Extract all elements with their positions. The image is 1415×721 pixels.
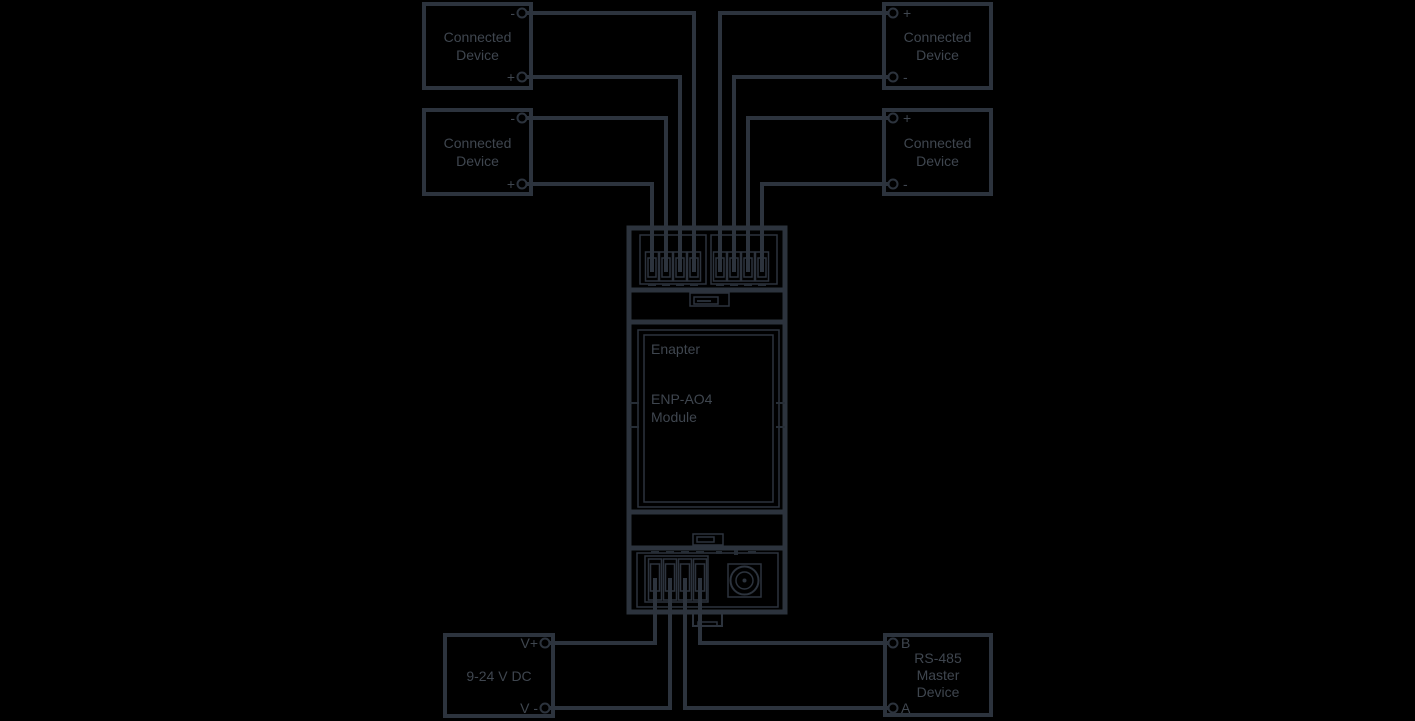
- rs485-master-box: RS-485 Master Device: [883, 633, 993, 717]
- terminal-device3-minus: [887, 71, 899, 83]
- connected-device-4-box: Connected Device: [882, 108, 993, 196]
- device3-plus-label: +: [903, 5, 912, 21]
- device4-plus-label: +: [903, 110, 912, 126]
- power-supply-box: 9-24 V DC: [443, 633, 555, 718]
- wire-device4-minus: [760, 182, 889, 272]
- terminal-device1-plus: [516, 71, 528, 83]
- wire-device1-plus: [527, 75, 682, 272]
- connected-device-3-label-line2: Device: [916, 47, 959, 63]
- connected-device-2-label-line2: Device: [456, 153, 499, 169]
- wire-power-vminus: [550, 578, 672, 710]
- module-details: [636, 234, 780, 627]
- connected-device-1-label-line1: Connected: [443, 29, 512, 45]
- round-connector: [727, 563, 762, 598]
- wire-rs485-a: [683, 578, 889, 710]
- terminal-power-vplus: [539, 637, 551, 649]
- wire-power-vplus: [550, 578, 657, 645]
- wire-device4-plus: [746, 116, 889, 272]
- rs485-a-label: A: [901, 700, 911, 716]
- device4-minus-label: -: [903, 176, 908, 192]
- wire-device3-plus: [718, 11, 889, 272]
- connected-device-4-label-line1: Connected: [903, 135, 972, 151]
- bottom-terminal-block: [636, 552, 779, 608]
- power-vplus-label: V+: [520, 635, 538, 651]
- connected-device-3-box: Connected Device: [882, 2, 993, 90]
- terminal-micro-labels: [630, 284, 785, 555]
- module-model-label: ENP-AO4: [651, 391, 713, 407]
- rs485-b-label: B: [901, 635, 911, 651]
- connected-device-1-label-line2: Device: [456, 47, 499, 63]
- device2-plus-label: +: [506, 176, 515, 192]
- terminal-points: [516, 7, 899, 714]
- power-vminus-label: V -: [520, 700, 538, 716]
- top-band-connector: [689, 292, 730, 307]
- device2-minus-label: -: [510, 110, 515, 126]
- module-outline: [626, 225, 788, 615]
- connected-device-3-label-line1: Connected: [903, 29, 972, 45]
- terminal-device2-minus: [516, 112, 528, 124]
- terminal-device3-plus: [887, 7, 899, 19]
- wire-device2-minus: [527, 116, 668, 272]
- terminal-device4-plus: [887, 112, 899, 124]
- bottom-band-connector: [692, 533, 724, 546]
- wires: [527, 11, 889, 710]
- terminal-power-vminus: [539, 702, 551, 714]
- terminal-device1-minus: [516, 7, 528, 19]
- terminal-device2-plus: [516, 178, 528, 190]
- device1-plus-label: +: [506, 69, 515, 85]
- connected-device-1-box: Connected Device: [422, 2, 533, 90]
- connected-device-2-label-line1: Connected: [443, 135, 512, 151]
- module-type-label: Module: [651, 409, 697, 425]
- wire-device2-plus: [527, 182, 654, 272]
- terminal-rs485-b: [887, 637, 899, 649]
- top-terminal-block: [639, 234, 778, 285]
- device1-minus-label: -: [510, 5, 515, 21]
- rs485-label-line2: Master: [916, 666, 960, 683]
- connected-device-2-box: Connected Device: [422, 108, 533, 196]
- terminal-rs485-a: [887, 702, 899, 714]
- power-supply-label: 9-24 V DC: [466, 667, 532, 684]
- wire-rs485-b: [698, 578, 889, 645]
- rs485-label-line3: Device: [916, 683, 960, 700]
- rs485-label-line1: RS-485: [914, 649, 962, 666]
- terminal-device4-minus: [887, 178, 899, 190]
- module-face: [637, 329, 780, 508]
- connected-device-4-label-line2: Device: [916, 153, 959, 169]
- module-brand-label: Enapter: [651, 341, 701, 357]
- wire-device1-minus: [527, 11, 696, 272]
- device3-minus-label: -: [903, 69, 908, 85]
- wire-device3-minus: [732, 75, 889, 272]
